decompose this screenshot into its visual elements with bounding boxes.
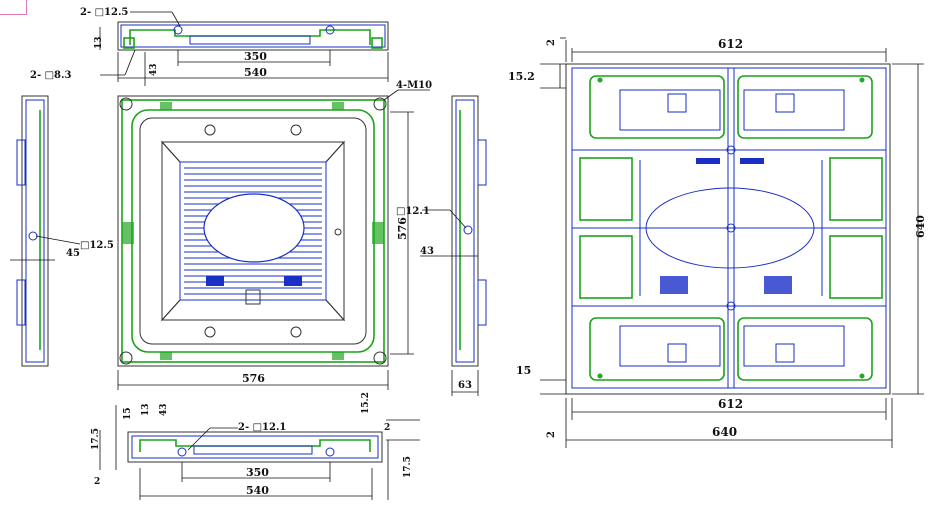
dim-640-bottom: 640 [712, 425, 737, 439]
dim-17-5-right: 17.5 [403, 456, 413, 478]
back-view: 2 612 15.2 640 15 612 2 640 [508, 37, 927, 448]
dim-43-bottom: 43 [159, 403, 169, 416]
dim-576-right: 576 [396, 217, 409, 240]
dim-2-back-bottom: 2 [546, 431, 557, 438]
dim-576-bottom: 576 [242, 372, 265, 385]
dim-43-right: 43 [420, 246, 434, 257]
dim-43-top: 43 [149, 63, 159, 76]
dim-2-back-top: 2 [546, 39, 557, 46]
dim-350-bottom: 350 [246, 466, 269, 479]
dim-540-top: 540 [244, 66, 267, 79]
dim-15-bottom: 15 [123, 407, 133, 420]
dim-350-top: 350 [244, 50, 267, 63]
dim-12-5-left: □12.5 [80, 240, 114, 251]
left-side-view: □12.5 45 [10, 95, 114, 367]
dim-63-right: 63 [458, 380, 472, 391]
dim-640-right: 640 [914, 215, 927, 238]
dim-15-2-bottom: 15.2 [361, 392, 371, 414]
dim-2-bottom-right: 2 [384, 423, 390, 433]
dim-15-back: 15 [516, 364, 531, 377]
dim-13-bottom: 13 [141, 403, 151, 416]
dim-45-left: 45 [66, 248, 80, 259]
dim-2x12-5-top: 2- □12.5 [80, 7, 128, 18]
top-view: 2- □12.5 13 43 350 540 2- □8.3 [30, 7, 389, 86]
dim-2x12-1-bottom: 2- □12.1 [238, 422, 286, 433]
dim-15-2-back: 15.2 [508, 70, 535, 83]
dim-612-bottom: 612 [718, 397, 743, 411]
dim-540-bottom: 540 [246, 484, 269, 497]
bottom-view: 2- □12.1 15 13 43 17.5 2 15.2 2 17.5 350… [91, 392, 420, 500]
dim-2x8-3: 2- □8.3 [30, 70, 71, 81]
front-view: 4-M10 576 576 [117, 80, 432, 390]
dim-17-5-left: 17.5 [91, 428, 101, 450]
dim-12-1-right: □12.1 [396, 206, 430, 217]
corner-marker [0, 0, 27, 15]
right-side-view: □12.1 43 63 [396, 95, 487, 396]
dim-13-top: 13 [94, 36, 104, 49]
dim-4-m10: 4-M10 [396, 80, 432, 91]
dim-612-top: 612 [718, 37, 743, 51]
dim-2-bottom-left: 2 [94, 477, 100, 487]
